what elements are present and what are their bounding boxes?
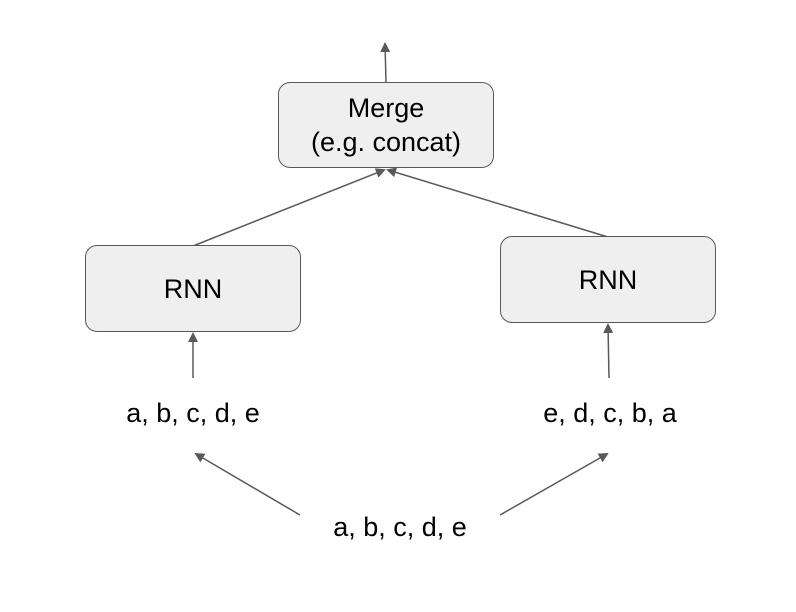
rnn-box-left-label: RNN xyxy=(163,273,223,304)
right-seq-to-rnn-arrow xyxy=(603,323,614,379)
rnn-box-right: RNN xyxy=(500,236,716,323)
input-to-left-seq-arrow xyxy=(194,452,301,516)
merge-box-title: Merge xyxy=(347,93,425,123)
right-rnn-to-merge-arrow xyxy=(386,167,609,238)
rnn-box-left: RNN xyxy=(85,245,301,332)
merge-box: Merge (e.g. concat) xyxy=(278,82,494,168)
merge-box-subtitle: (e.g. concat) xyxy=(310,127,462,157)
reversed-sequence-label: e, d, c, b, a xyxy=(543,398,677,428)
forward-sequence-label: a, b, c, d, e xyxy=(126,398,260,428)
output-arrow xyxy=(380,42,391,83)
rnn-box-right-label: RNN xyxy=(578,264,638,295)
input-sequence-label: a, b, c, d, e xyxy=(333,512,467,542)
input-to-right-seq-arrow xyxy=(499,453,609,516)
left-rnn-to-merge-arrow xyxy=(192,168,386,247)
